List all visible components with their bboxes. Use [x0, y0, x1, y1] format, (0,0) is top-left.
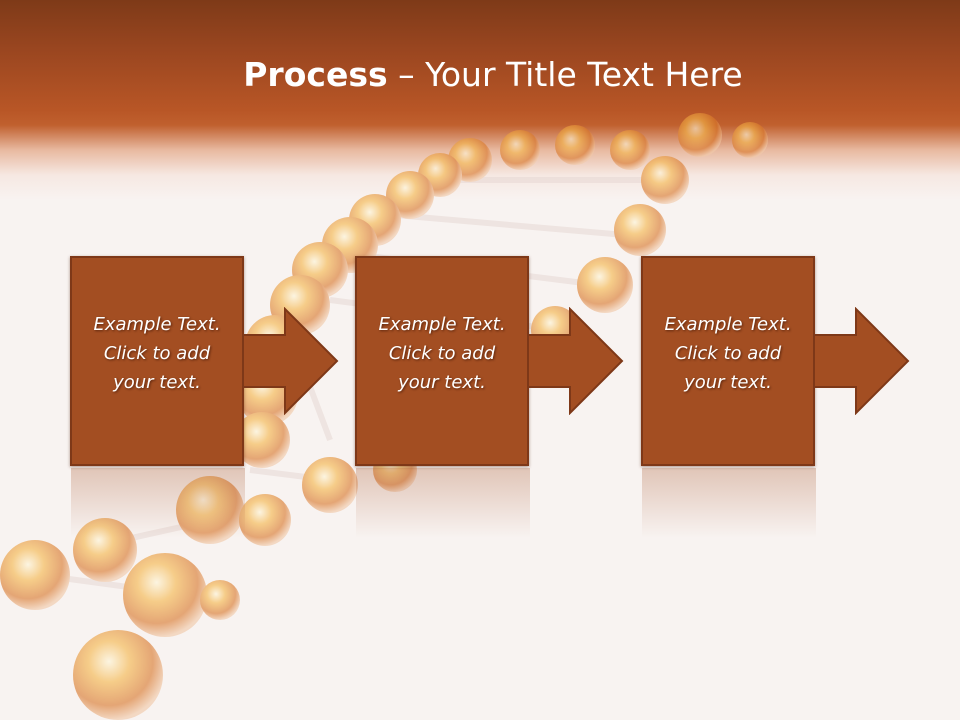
step-1-reflection: [71, 468, 245, 538]
step-2-line-2: Click to add: [388, 343, 496, 364]
slide-title[interactable]: Process – Your Title Text Here: [0, 54, 960, 96]
step-2-reflection: [356, 468, 530, 538]
step-3-text[interactable]: Example Text. Click to add your text.: [643, 310, 813, 397]
step-1-line-2: Click to add: [103, 343, 211, 364]
step-2-text[interactable]: Example Text. Click to add your text.: [357, 310, 527, 397]
step-1-line-1: Example Text.: [93, 314, 221, 335]
title-bold-part: Process: [243, 55, 388, 94]
title-rest-part: – Your Title Text Here: [387, 55, 743, 94]
step-1-line-3: your text.: [113, 372, 201, 393]
step-1-box[interactable]: Example Text. Click to add your text.: [70, 256, 244, 466]
step-3-line-1: Example Text.: [664, 314, 792, 335]
step-3-line-3: your text.: [684, 372, 772, 393]
step-2-line-1: Example Text.: [378, 314, 506, 335]
step-3-reflection: [642, 468, 816, 538]
step-2-arrow-icon: [528, 307, 624, 415]
step-1-arrow-icon: [243, 307, 339, 415]
step-2-line-3: your text.: [398, 372, 486, 393]
step-3-line-2: Click to add: [674, 343, 782, 364]
step-3-arrow-icon: [814, 307, 910, 415]
step-1-text[interactable]: Example Text. Click to add your text.: [72, 310, 242, 397]
step-3-box[interactable]: Example Text. Click to add your text.: [641, 256, 815, 466]
step-2-box[interactable]: Example Text. Click to add your text.: [355, 256, 529, 466]
